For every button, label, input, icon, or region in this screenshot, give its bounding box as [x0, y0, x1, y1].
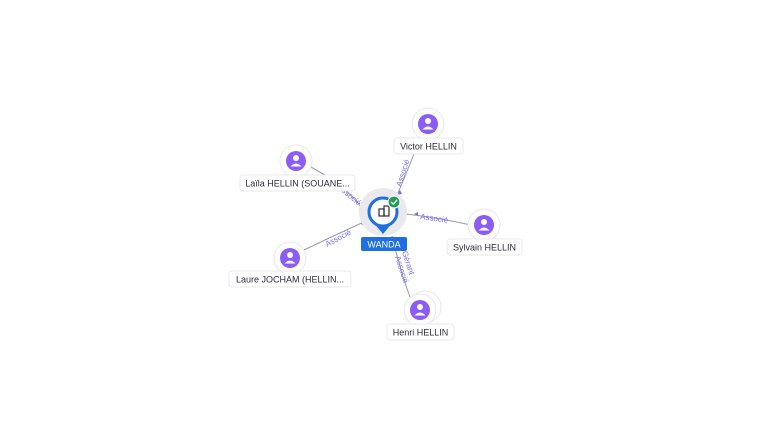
company-name: WANDA: [367, 240, 400, 250]
person-node-henri[interactable]: Henri HELLIN: [386, 290, 455, 341]
edge-laure: Associé: [303, 220, 367, 251]
person-node-laila[interactable]: Laïla HELLIN (SOUANE...: [239, 144, 356, 192]
person-name-victor: Victor HELLIN: [400, 142, 457, 152]
person-name-laure: Laure JOCHAM (HELLIN...: [236, 275, 344, 285]
edge-label-laure: Associé: [324, 227, 353, 248]
company-building-icon: [378, 205, 390, 217]
person-name-henri: Henri HELLIN: [393, 328, 449, 338]
edge-label-victor: Associé: [394, 158, 411, 188]
edge-sylvain: Associé: [405, 212, 472, 226]
person-node-victor[interactable]: Victor HELLIN: [393, 107, 464, 155]
company-node[interactable]: WANDA: [359, 188, 407, 251]
verified-badge-icon: [387, 195, 401, 209]
person-name-laila: Laïla HELLIN (SOUANE...: [245, 179, 350, 189]
edge-label-sylvain: Associé: [420, 212, 450, 225]
person-name-sylvain: Sylvain HELLIN: [453, 243, 516, 253]
person-node-sylvain[interactable]: Sylvain HELLIN: [446, 208, 523, 256]
person-node-laure[interactable]: Laure JOCHAM (HELLIN...: [228, 241, 352, 288]
